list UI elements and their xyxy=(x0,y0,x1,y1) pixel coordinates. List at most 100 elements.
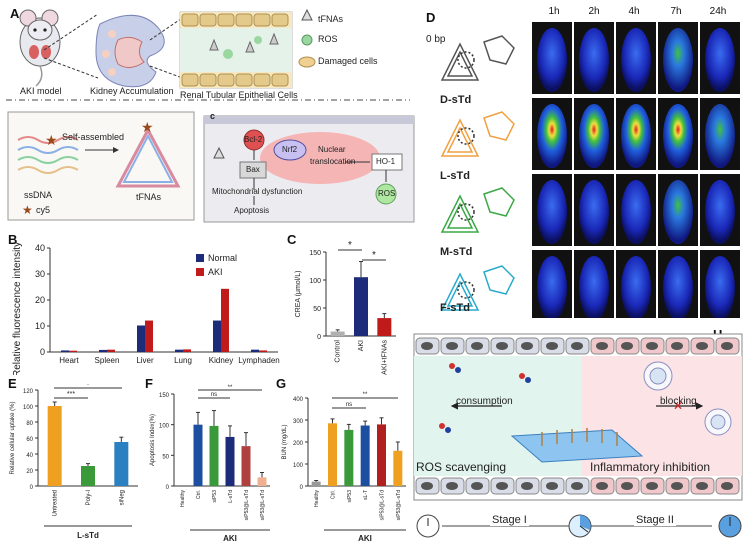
panel-label-b: B xyxy=(8,232,18,247)
mito-label: Mitochondrial dysfunction xyxy=(212,187,303,196)
cell-nucleus xyxy=(421,342,433,350)
cell-nucleus xyxy=(446,342,458,350)
mouse-fluorescence-signal xyxy=(663,104,693,168)
svg-text:★: ★ xyxy=(45,132,58,148)
blocking-label: blocking xyxy=(660,396,697,407)
cell-nucleus xyxy=(671,482,683,490)
bar-normal xyxy=(99,349,107,352)
bar-value xyxy=(209,425,219,486)
cell-nucleus xyxy=(471,482,483,490)
cell-nucleus xyxy=(571,482,583,490)
y-tick-label: 100 xyxy=(23,405,34,411)
cell-nucleus xyxy=(621,342,633,350)
bar-aki xyxy=(107,349,115,352)
legend-label-normal: Normal xyxy=(208,253,237,263)
y-tick-label: 100 xyxy=(293,463,304,469)
legend-swatch-aki xyxy=(196,268,204,276)
y-axis-title: Relative cellular uptake (%) xyxy=(10,401,16,474)
mouse-fluorescence-signal xyxy=(705,104,735,168)
bar-value xyxy=(257,477,267,486)
mouse-fluorescence-signal xyxy=(579,180,609,244)
cy5-label: cy5 xyxy=(36,205,51,215)
cell-nucleus xyxy=(646,342,658,350)
y-tick-label: 300 xyxy=(293,419,304,425)
mouse-fluorescence-signal xyxy=(621,28,651,92)
panel-label-g: G xyxy=(276,376,287,391)
time-label-4h: 4h xyxy=(628,6,640,17)
x-tick-label: Lung xyxy=(174,356,192,365)
x-tick-label: L-sTd xyxy=(228,490,234,503)
cell-nucleus xyxy=(446,482,458,490)
bar-normal xyxy=(137,325,145,352)
x-tick-label: AKI+tFNAs xyxy=(381,340,388,375)
cell-nucleus xyxy=(471,342,483,350)
legend-ros: ROS xyxy=(318,34,338,44)
bar-value xyxy=(193,424,203,486)
time-label-24h: 24h xyxy=(709,6,727,17)
panel-d: 0 bp D-sTd L-sTd M-sTd F-sTd 1h 2h 4h 7h… xyxy=(420,0,744,320)
bar-normal xyxy=(251,349,259,352)
cell-nucleus xyxy=(546,482,558,490)
bar-value xyxy=(241,446,251,486)
renal-cells-label: Renal Tubular Epithelial Cells xyxy=(180,90,298,100)
bar-aki xyxy=(221,288,229,352)
bar-value xyxy=(360,425,370,486)
translocation-label: translocation xyxy=(310,157,356,166)
x-tick-label: siNeg xyxy=(119,490,125,505)
bar-value xyxy=(328,423,337,486)
x-tick-label: Liver xyxy=(136,356,154,365)
mouse-fluorescence-signal xyxy=(537,256,567,318)
x-tick-label: siP53 xyxy=(212,490,218,503)
y-tick-label: 0 xyxy=(40,347,45,357)
bar-value xyxy=(225,436,235,486)
aki-model-label: AKI model xyxy=(20,86,62,96)
y-tick-label: 20 xyxy=(26,469,33,475)
y-tick-label: 400 xyxy=(293,397,304,403)
panel-a-illustration: ★ ★ ★ xyxy=(6,8,415,223)
y-tick-label: 100 xyxy=(159,424,170,430)
sig-marker: * xyxy=(87,384,90,389)
bar-aki xyxy=(69,350,77,352)
y-tick-label: 0 xyxy=(166,485,170,491)
bcl2-label: Bcl-2 xyxy=(244,135,263,144)
bar-value xyxy=(393,450,403,486)
bar-value xyxy=(47,406,62,486)
bar-value xyxy=(81,466,95,486)
cell-nucleus xyxy=(521,482,533,490)
ssdna-label: ssDNA xyxy=(24,190,53,200)
bax-label: Bax xyxy=(246,165,260,174)
svg-text:★: ★ xyxy=(22,203,33,217)
ros-label: ROS xyxy=(378,189,396,198)
bar-value xyxy=(330,331,345,336)
cell-nucleus xyxy=(521,342,533,350)
f-std-label: F-sTd xyxy=(440,302,470,314)
x-tick-label: sL-T xyxy=(363,490,369,500)
cell-nucleus xyxy=(696,342,708,350)
x-tick-label: Control xyxy=(335,340,342,363)
bar-normal xyxy=(175,349,183,352)
bar-value xyxy=(311,481,321,486)
y-tick-label: 50 xyxy=(162,454,169,460)
bar-value xyxy=(377,318,392,336)
sig-marker: * xyxy=(348,240,352,251)
structure-diagrams xyxy=(440,35,515,311)
bar-aki xyxy=(183,349,191,352)
x-tick-label: Kidney xyxy=(209,356,233,365)
x-tick-label: Untreated xyxy=(53,490,59,516)
inflammatory-inhibition-label: Inflammatory inhibition xyxy=(590,460,711,474)
x-tick-label: Spleen xyxy=(95,356,120,365)
y-tick-label: 150 xyxy=(309,250,321,257)
bar-aki xyxy=(259,350,267,352)
m-std-label: M-sTd xyxy=(440,246,473,258)
panel-label-a: A xyxy=(10,6,20,21)
mouse-illustration xyxy=(19,9,61,87)
legend-swatch-normal xyxy=(196,254,204,262)
svg-text:✕: ✕ xyxy=(673,399,683,413)
nrf2-label: Nrf2 xyxy=(282,145,298,154)
mouse-fluorescence-signal xyxy=(579,256,609,318)
y-tick-label: 40 xyxy=(35,243,45,253)
stage-2-label: Stage II xyxy=(634,514,676,526)
cell-nucleus xyxy=(646,482,658,490)
y-axis-title: CREA (μmol/L) xyxy=(295,271,302,318)
